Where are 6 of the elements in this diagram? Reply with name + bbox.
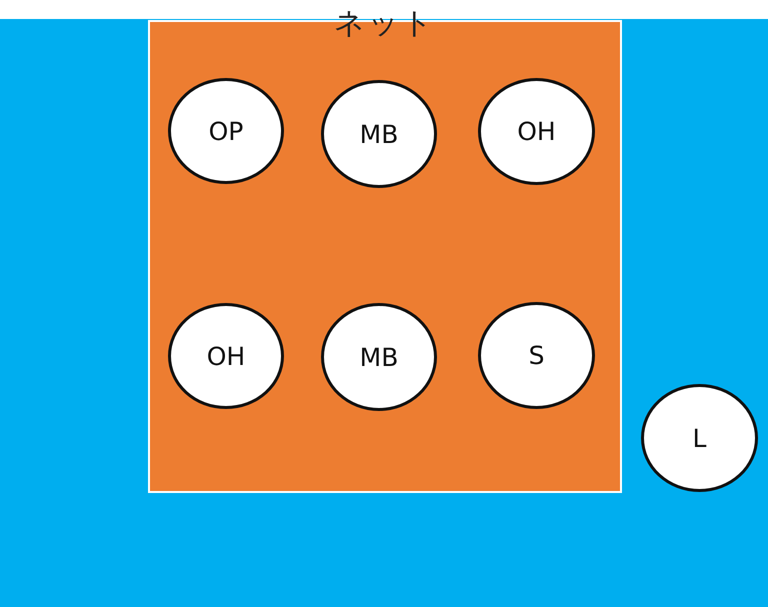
player-circle: OH [168, 303, 284, 409]
player-circle: MB [321, 303, 437, 411]
player-circle: MB [321, 80, 437, 188]
player-circle: OP [168, 78, 284, 184]
player-circle: OH [478, 78, 595, 185]
player-circle: S [478, 302, 595, 409]
